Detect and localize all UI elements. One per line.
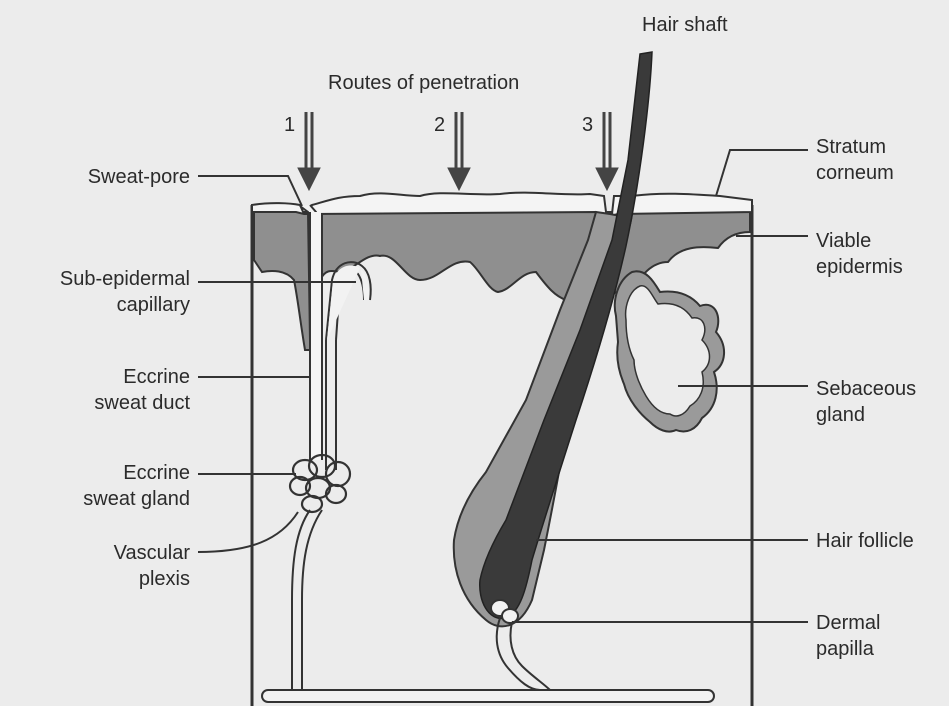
viable-epidermis-label: Viable epidermis — [816, 228, 903, 280]
routes-title: Routes of penetration — [328, 70, 519, 96]
eccrine-sweat-duct-label-line2: sweat duct — [0, 390, 190, 416]
stratum-corneum-layer — [252, 193, 752, 216]
eccrine-sweat-gland-label-line2: sweat gland — [0, 486, 190, 512]
sweat-pore-label: Sweat-pore — [10, 164, 190, 190]
sebaceous-gland-label-line1: Sebaceous — [816, 376, 916, 402]
capillary-descending-vessel — [326, 340, 336, 470]
route-2-label: 2 — [434, 112, 445, 138]
stratum-corneum-label-line2: corneum — [816, 160, 894, 186]
sebaceous-gland-label: Sebaceous gland — [816, 376, 916, 428]
eccrine-sweat-duct-label-line1: Eccrine — [0, 364, 190, 390]
viable-epidermis-label-line2: epidermis — [816, 254, 903, 280]
sub-epidermal-capillary-label: Sub-epidermal capillary — [0, 266, 190, 318]
leader-vascular-plexis — [198, 512, 298, 552]
stratum-corneum-label-line1: Stratum — [816, 134, 894, 160]
route-3-label: 3 — [582, 112, 593, 138]
route-arrows — [298, 112, 618, 190]
leader-stratum-corneum — [716, 150, 808, 196]
leader-sweat-pore — [198, 176, 302, 206]
eccrine-sweat-gland-label-line1: Eccrine — [0, 460, 190, 486]
eccrine-sweat-gland-label: Eccrine sweat gland — [0, 460, 190, 512]
sebaceous-gland-label-line2: gland — [816, 402, 916, 428]
dermal-papilla-label-line2: papilla — [816, 636, 880, 662]
hair-follicle-label: Hair follicle — [816, 528, 914, 554]
base-vessel — [262, 690, 714, 702]
viable-epidermis-label-line1: Viable — [816, 228, 903, 254]
eccrine-sweat-duct-lumen — [311, 212, 321, 460]
sub-epidermal-capillary-label-line2: capillary — [0, 292, 190, 318]
dermal-papilla-label-line1: Dermal — [816, 610, 880, 636]
sub-epidermal-capillary-label-line1: Sub-epidermal — [0, 266, 190, 292]
vascular-plexis-label: Vascular plexis — [0, 540, 190, 592]
dermal-papilla-label: Dermal papilla — [816, 610, 880, 662]
vascular-plexus-tube — [292, 510, 322, 692]
eccrine-sweat-gland-coils — [290, 455, 350, 512]
route-1-label: 1 — [284, 112, 295, 138]
vascular-plexis-label-line2: plexis — [0, 566, 190, 592]
vascular-plexis-label-line1: Vascular — [0, 540, 190, 566]
route-3-arrow — [596, 112, 618, 190]
hair-shaft-label: Hair shaft — [642, 12, 728, 38]
stratum-corneum-label: Stratum corneum — [816, 134, 894, 186]
route-2-arrow — [448, 112, 470, 190]
route-1-arrow — [298, 112, 320, 190]
eccrine-sweat-duct-label: Eccrine sweat duct — [0, 364, 190, 416]
